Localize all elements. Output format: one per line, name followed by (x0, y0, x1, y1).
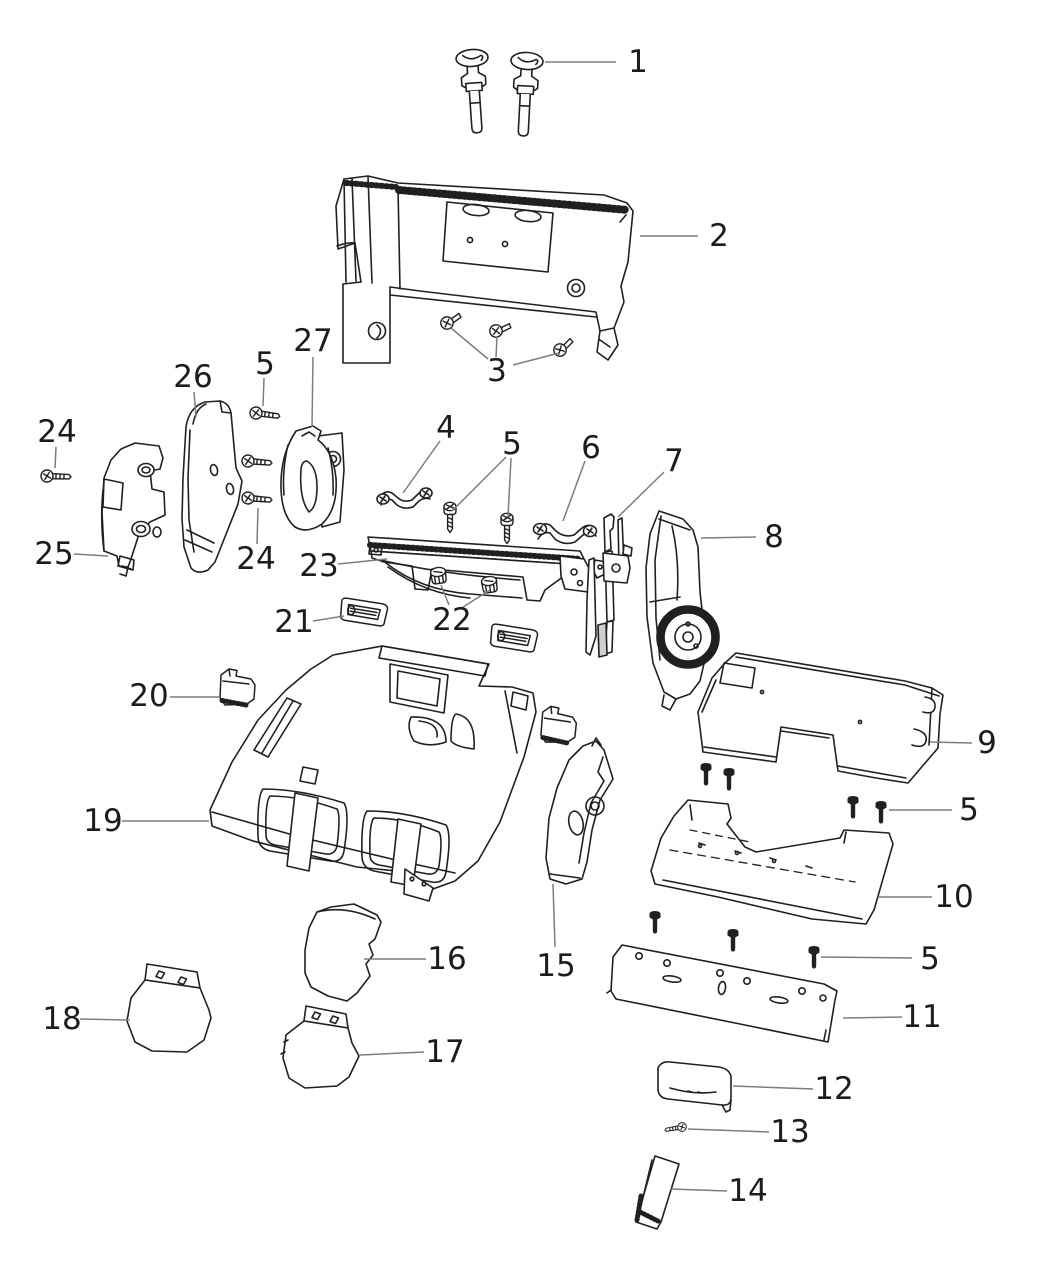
callout-label-5c: 5 (959, 792, 979, 828)
callout-label-10: 10 (934, 879, 973, 915)
leader-line (450, 327, 489, 360)
callout-label-8: 8 (764, 519, 784, 555)
part-7-latch-mechanism (585, 513, 633, 658)
leader-line (402, 440, 441, 494)
part-26-side-trim-panel (181, 400, 243, 573)
leader-line (440, 584, 450, 606)
callout-label-5a: 5 (255, 346, 275, 382)
callout-label-18: 18 (42, 1001, 81, 1037)
part-16-trim-flap (304, 903, 382, 1002)
callout-label-25: 25 (34, 536, 73, 572)
part-9-lower-back-panel (697, 652, 944, 784)
part-15-inner-side-shield (545, 737, 614, 885)
part-19-seat-cushion-pan (209, 645, 537, 902)
callout-label-27: 27 (293, 323, 332, 359)
callout-label-24a: 24 (37, 414, 76, 450)
part-11-mounting-plate (606, 944, 838, 1043)
part-2-seat-back-trim-panel (335, 175, 634, 364)
part-12-pocket-tray (657, 1061, 732, 1113)
callout-label-14: 14 (728, 1173, 767, 1209)
callout-label-15: 15 (536, 948, 575, 984)
part-14-trim-strip (634, 1155, 680, 1230)
callout-label-9: 9 (977, 725, 997, 761)
leader-line (670, 1188, 728, 1192)
part-18-slotted-flap (126, 963, 212, 1053)
leader-line (562, 460, 586, 522)
leader-line (842, 1016, 903, 1019)
leader-line (451, 456, 507, 512)
leader-line (311, 356, 314, 428)
leader-line (617, 471, 665, 518)
leader-line (262, 377, 265, 407)
part-10-lower-trim-bracket (650, 799, 894, 925)
leader-line (552, 883, 556, 948)
leader-line (54, 446, 57, 469)
callout-label-17: 17 (425, 1034, 464, 1070)
part-27-loop-bracket (280, 425, 345, 531)
leader-line (312, 615, 345, 622)
leader-line (256, 507, 259, 545)
callout-label-24b: 24 (236, 541, 275, 577)
callout-label-1: 1 (628, 44, 648, 80)
leader-line (732, 1085, 814, 1090)
grommet-icon (429, 565, 448, 586)
leader-line (929, 741, 973, 744)
part-23-riser-rail (367, 536, 607, 602)
callout-label-19: 19 (83, 803, 122, 839)
leader-line (193, 391, 197, 418)
part-8-outer-side-shield (645, 510, 720, 711)
callout-label-11: 11 (902, 999, 941, 1035)
part-25-side-bracket (100, 442, 166, 577)
callout-label-16: 16 (427, 941, 466, 977)
callout-label-7: 7 (664, 443, 684, 479)
leader-line (79, 1018, 131, 1021)
callout-label-23: 23 (299, 548, 338, 584)
callout-label-3: 3 (487, 353, 507, 389)
callout-label-21: 21 (274, 604, 313, 640)
callout-label-2: 2 (709, 218, 729, 254)
leader-line (73, 553, 109, 557)
leader-line (512, 352, 560, 366)
part-6-striker-bracket (532, 522, 598, 545)
callout-label-5b: 5 (502, 426, 522, 462)
leader-line (820, 956, 913, 959)
callout-label-5d: 5 (920, 941, 940, 977)
callout-label-20: 20 (129, 678, 168, 714)
leader-line (507, 457, 512, 518)
leader-line (359, 1051, 425, 1056)
callout-label-22: 22 (432, 602, 471, 638)
callout-label-4: 4 (436, 410, 456, 446)
callout-label-26: 26 (173, 359, 212, 395)
leader-line (495, 335, 498, 358)
leader-line (687, 1128, 770, 1133)
callout-label-12: 12 (814, 1071, 853, 1107)
leader-line (337, 558, 388, 565)
leader-line (462, 589, 491, 608)
leader-line (700, 536, 757, 539)
part-17-slotted-flap (280, 1005, 360, 1089)
part-4-small-striker-bracket (376, 487, 433, 509)
callout-label-13: 13 (770, 1114, 809, 1150)
callout-label-6: 6 (581, 430, 601, 466)
